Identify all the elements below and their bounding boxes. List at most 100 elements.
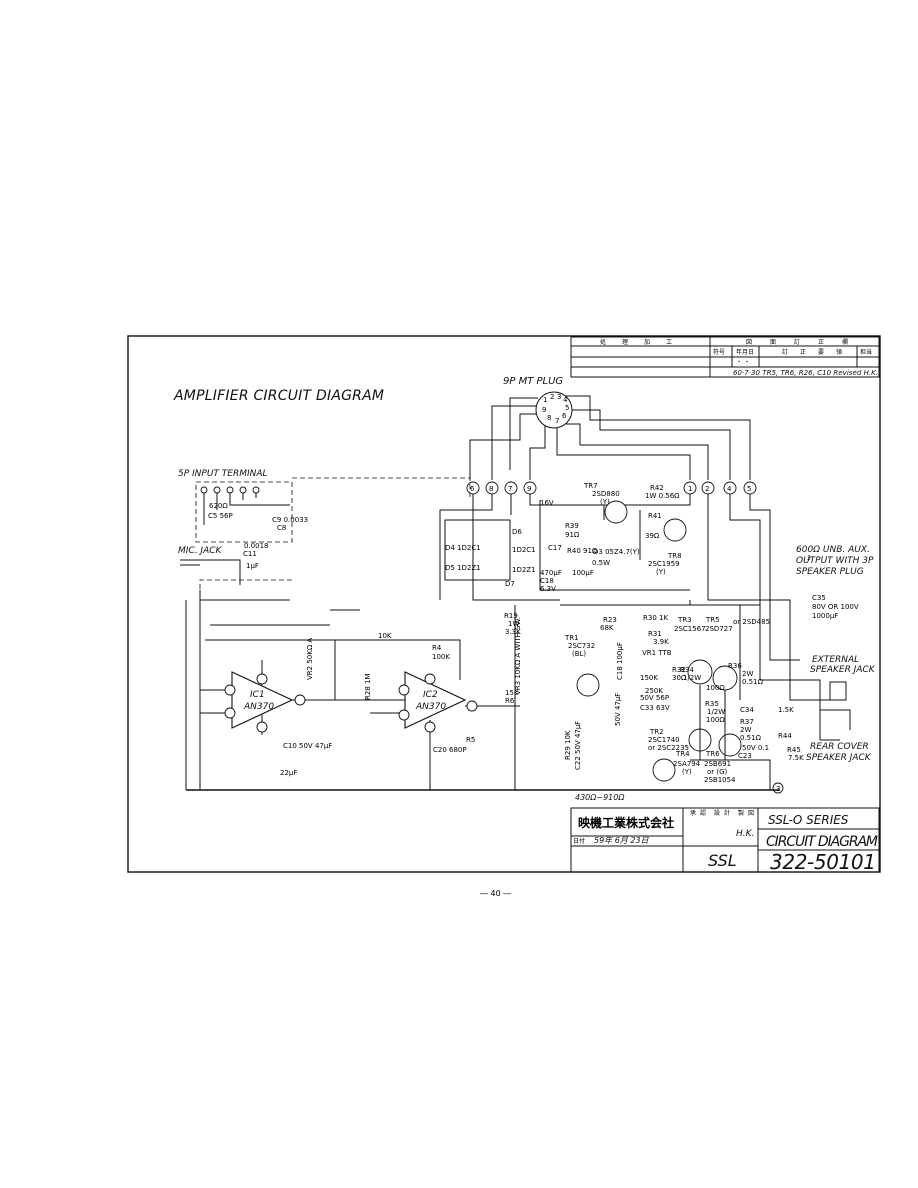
r39-value: 91Ω — [565, 531, 580, 539]
r34-rating: 1/2W — [683, 674, 701, 682]
tr8-grade: (Y) — [656, 568, 666, 576]
r20-value: R6 — [505, 697, 515, 705]
r23-value: 68K — [600, 624, 614, 632]
r19-label: R19 — [504, 612, 518, 620]
c17-label: 470μF — [540, 569, 562, 577]
vr2-label: VR2 50KΩ A — [306, 638, 314, 680]
c20-label: R28 1M — [364, 674, 372, 701]
r45-value: 7.5K — [788, 754, 804, 762]
ic2: IC2 AN370 10K R4 100K R5 15K R6 C20 680P… — [306, 632, 520, 790]
r18-label: R4 — [432, 644, 442, 652]
hdr-draft-2: 図 — [748, 810, 754, 817]
rev-header-7: 正 — [818, 339, 824, 346]
hdr-approve-1: 承 — [690, 809, 696, 817]
tr5-alt: or 2SD485 — [733, 618, 770, 626]
r-range-label: 430Ω~910Ω — [575, 793, 625, 802]
r28-label: R29 10K — [564, 730, 572, 760]
c17-value: 6.3V — [540, 585, 556, 593]
tr7-label: TR7 — [583, 482, 598, 490]
r31-label: R31 — [648, 630, 662, 638]
terminal-4: 4 — [727, 485, 732, 493]
external-jack-label-1: EXTERNAL — [812, 655, 859, 665]
company-name: 映機工業株式会社 — [578, 815, 674, 830]
r3-label: C9 0.0033 — [272, 516, 308, 524]
tr4-grade: (Y) — [682, 768, 692, 776]
r20-label: 15K — [505, 689, 519, 697]
c35-rating: 80V OR 100V — [812, 603, 859, 611]
tr6-alt: or (G) — [707, 768, 728, 776]
rev-entry: 60·7·30 TR5, TR6, R26, C10 Revised H.K. — [733, 369, 878, 377]
c35-label: C35 — [812, 594, 826, 602]
rev-row-dots: ・ ・ — [736, 359, 750, 366]
drawing-frame — [127, 335, 881, 873]
hdr-approve-2: 認 — [700, 809, 706, 817]
tr6-part: 2SB691 — [704, 760, 731, 768]
aux-output-label-3: SPEAKER PLUG — [796, 567, 864, 577]
vr3-note: VR3 10KΩ A WITH SW. — [514, 617, 522, 695]
diagram-title: AMPLIFIER CIRCUIT DIAGRAM — [173, 388, 384, 404]
r-250k-label: 250K — [645, 687, 663, 695]
r35-rating: 1/2W — [707, 708, 725, 716]
aux-terminal-3: 3 — [807, 555, 811, 562]
terminal-2: 2 — [705, 485, 709, 493]
external-jack-label-2: SPEAKER JACK — [810, 665, 876, 675]
hdr-draft-1: 製 — [738, 809, 744, 817]
r4-label: 1μF — [246, 562, 259, 570]
rear-jack-label-1: REAR COVER — [810, 742, 869, 752]
d7-label: D7 — [505, 580, 515, 588]
c16-value: 16V — [540, 499, 554, 507]
date-label: 日付 — [573, 837, 585, 845]
mt-pin-4: 4 — [563, 396, 568, 404]
r44-value: 1.5K — [778, 706, 794, 714]
rev-col-0: 符号 — [713, 348, 725, 356]
mt-pin-5: 5 — [565, 404, 569, 412]
r1-label: 620Ω — [209, 502, 228, 510]
r36-rating: 2W — [742, 670, 753, 678]
ic1-part: AN370 — [243, 702, 274, 712]
r32-label: R32 — [672, 666, 686, 674]
mt-plug: 9P MT PLUG 1 2 3 4 5 6 7 8 9 — [469, 376, 751, 480]
c17-rating: C18 — [540, 577, 554, 585]
d7-part: 1D2Z1 — [512, 566, 536, 574]
aux-output-label-2: OUTPUT WITH 3P — [796, 556, 874, 566]
rev-col-5: 領 — [836, 348, 842, 356]
tr4-label: TR4 — [675, 750, 690, 758]
c32-value: C33 63V — [640, 704, 670, 712]
tr1-label: TR1 — [564, 634, 579, 642]
hdr-design-2: 計 — [724, 809, 730, 817]
terminal-8: 8 — [489, 485, 493, 493]
ground-terminal: 3 — [776, 785, 780, 793]
revision-box: 処 理 加 工 図 面 訂 正 欄 符号 年月日 訂 正 要 領 担当 ・ ・ … — [570, 336, 880, 378]
rev-col-2: 訂 — [782, 348, 788, 356]
ic2-part: AN370 — [415, 702, 446, 712]
r34-value: 100Ω — [706, 684, 725, 692]
c-50v-47uf-label: 50V 47μF — [614, 693, 622, 726]
aux-output-label-1: 600Ω UNB. AUX. — [796, 545, 870, 555]
rev-header-0: 処 — [600, 338, 606, 346]
rev-header-3: 工 — [666, 339, 672, 346]
model-code: SSL — [708, 851, 737, 870]
mt-pin-9: 9 — [542, 406, 546, 414]
mic-jack-label: MIC. JACK — [178, 546, 223, 556]
rev-col-3: 正 — [800, 349, 806, 356]
drawing-number: 322-50101 — [770, 850, 876, 874]
input-terminal-label: 5P INPUT TERMINAL — [178, 469, 268, 479]
r2-value: C11 — [243, 550, 257, 558]
series-name: SSL-O SERIES — [768, 813, 849, 827]
tr8-label: TR8 — [667, 552, 682, 560]
r23-label: R23 — [603, 616, 617, 624]
mt-pin-3: 3 — [557, 393, 561, 401]
r-150k-label: 150K — [640, 674, 658, 682]
c34-label: 50V 0.1 — [742, 744, 769, 752]
tr2-alt: or 2SC2235 — [648, 744, 689, 752]
tr1-grade: (BL) — [572, 650, 586, 658]
tr2-label: TR2 — [649, 728, 664, 736]
r37-label: R37 — [740, 718, 754, 726]
d3-label: D3 05Z4.7(Y) — [593, 548, 640, 556]
terminal-5: 5 — [747, 485, 751, 493]
hdr-design-1: 設 — [714, 809, 720, 817]
drawing-date: 59年 6月 23日 — [594, 836, 650, 845]
r45-label: R45 — [787, 746, 801, 754]
rev-header-1: 理 — [622, 339, 628, 346]
